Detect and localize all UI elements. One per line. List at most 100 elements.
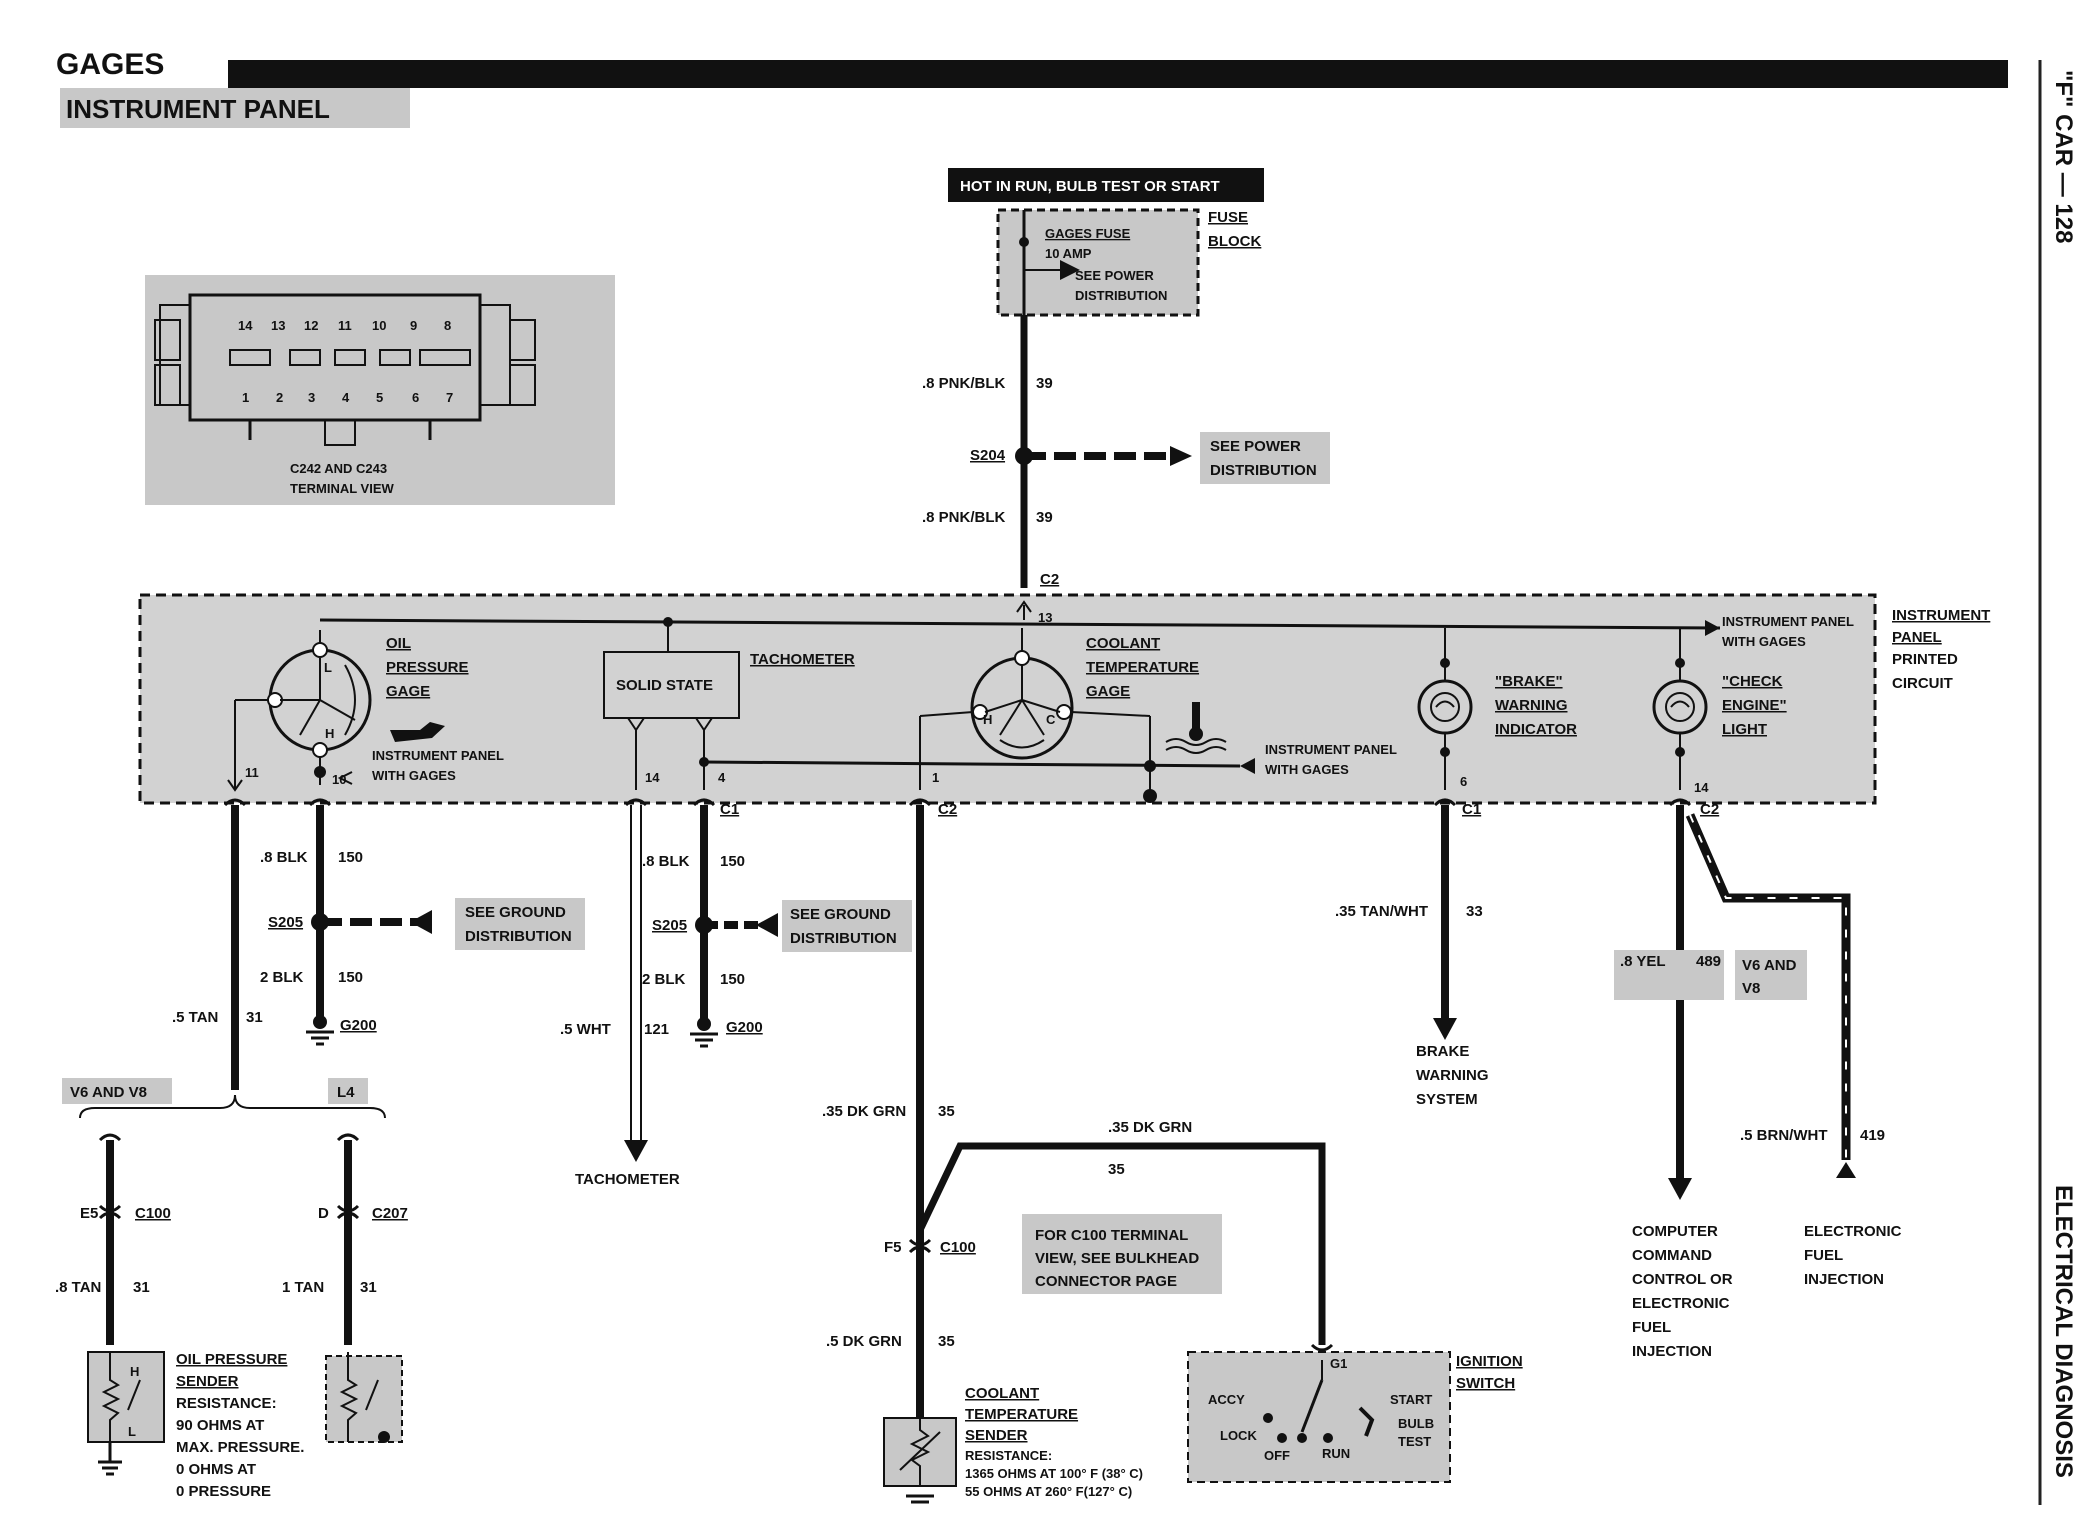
coolant-sender bbox=[883, 1417, 957, 1504]
brake-label: INDICATOR bbox=[1495, 721, 1577, 738]
panel-title: PANEL bbox=[1892, 629, 1942, 646]
connector-label: C2 bbox=[1040, 571, 1059, 588]
see-ground-box bbox=[782, 900, 912, 952]
gauge-letter: H bbox=[325, 726, 334, 741]
ground-symbol bbox=[690, 1017, 718, 1048]
ignition-position: RUN bbox=[1322, 1446, 1350, 1461]
pin-label: 10 bbox=[372, 318, 386, 333]
oil-gauge-label: PRESSURE bbox=[386, 659, 469, 676]
panel-pin: 14 bbox=[645, 770, 660, 785]
bus-top bbox=[319, 618, 1721, 630]
tach-destination: TACHOMETER bbox=[575, 1171, 680, 1188]
panel-pin: 14 bbox=[1694, 780, 1709, 795]
coolant-ignition-wire bbox=[916, 1142, 1326, 1345]
efi-destination: FUEL bbox=[1804, 1247, 1843, 1264]
wire-label: .5 TAN bbox=[172, 1009, 218, 1026]
page-title: GAGES bbox=[56, 48, 164, 81]
panel-title: INSTRUMENT bbox=[1892, 607, 1990, 624]
check-engine-label: ENGINE" bbox=[1722, 697, 1787, 714]
connector-label: C2 bbox=[1700, 801, 1719, 818]
wire-label: 2 BLK bbox=[642, 971, 686, 988]
wire-label: .5 WHT bbox=[560, 1021, 611, 1038]
efi-destination: ELECTRONIC bbox=[1804, 1223, 1902, 1240]
hot-label: HOT IN RUN, BULB TEST OR START bbox=[960, 178, 1220, 195]
circuit-number: 31 bbox=[133, 1279, 150, 1296]
ignition-switch bbox=[1187, 1351, 1451, 1483]
oil-gauge-label: OIL bbox=[386, 635, 411, 652]
connector-label: C2 bbox=[938, 801, 957, 818]
circuit-number: 35 bbox=[938, 1333, 955, 1350]
ipg-top: INSTRUMENT PANEL bbox=[1722, 614, 1854, 629]
see-ground-label: DISTRIBUTION bbox=[790, 930, 897, 947]
ground-symbol bbox=[306, 1015, 334, 1046]
gauge-letter: H bbox=[983, 712, 992, 727]
circuit-number: 35 bbox=[938, 1103, 955, 1120]
ipg-mid: INSTRUMENT PANEL bbox=[1265, 742, 1397, 757]
ground-label: G200 bbox=[726, 1019, 763, 1036]
connector-caption: TERMINAL VIEW bbox=[290, 481, 394, 496]
sender-letter: L bbox=[128, 1424, 136, 1439]
fuse-block-label: BLOCK bbox=[1208, 233, 1261, 250]
oil-sender-l4 bbox=[325, 1352, 403, 1443]
oil-sender-spec: 0 OHMS AT bbox=[176, 1461, 256, 1478]
circuit-number: 150 bbox=[338, 849, 363, 866]
circuit-number: 31 bbox=[246, 1009, 263, 1026]
coolant-sender-title: SENDER bbox=[965, 1427, 1028, 1444]
option-brace bbox=[79, 1094, 386, 1119]
panel-pin: 4 bbox=[718, 770, 726, 785]
circuit-number: 39 bbox=[1036, 509, 1053, 526]
ccc-destination: COMPUTER bbox=[1632, 1223, 1718, 1240]
see-power-label: DISTRIBUTION bbox=[1210, 462, 1317, 479]
oil-sender-title: OIL PRESSURE bbox=[176, 1351, 287, 1368]
circuit-number: 150 bbox=[720, 853, 745, 870]
see-power-label: SEE POWER bbox=[1210, 438, 1301, 455]
ignition-position: TEST bbox=[1398, 1434, 1431, 1449]
pin-label: 11 bbox=[338, 318, 352, 333]
wire-label: .5 BRN/WHT bbox=[1740, 1127, 1828, 1144]
coolant-sender-spec: 55 OHMS AT 260° F(127° C) bbox=[965, 1484, 1132, 1499]
wire-label: .35 DK GRN bbox=[1108, 1119, 1192, 1136]
connector-caption: C242 AND C243 bbox=[290, 461, 387, 476]
ipg-mid: WITH GAGES bbox=[1265, 762, 1349, 777]
gauge-letter: L bbox=[324, 660, 332, 675]
circuit-number: 31 bbox=[360, 1279, 377, 1296]
splice-label: S204 bbox=[970, 447, 1006, 464]
brake-destination: SYSTEM bbox=[1416, 1091, 1478, 1108]
brake-indicator-bulb bbox=[1417, 628, 1473, 790]
ignition-title: SWITCH bbox=[1456, 1375, 1515, 1392]
l4-label: L4 bbox=[337, 1084, 355, 1101]
v6v8-wire-tag bbox=[1735, 950, 1807, 1000]
solid-state-box bbox=[603, 651, 740, 719]
coolant-temp-icon bbox=[1165, 702, 1227, 754]
c100-note: CONNECTOR PAGE bbox=[1035, 1273, 1177, 1290]
coolant-sender-title: COOLANT bbox=[965, 1385, 1039, 1402]
pin-label: 12 bbox=[304, 318, 318, 333]
panel-pin: 10 bbox=[332, 772, 346, 787]
check-engine-label: "CHECK bbox=[1722, 673, 1783, 690]
oil-sender-v6v8 bbox=[87, 1351, 165, 1476]
fuse-block-label: FUSE bbox=[1208, 209, 1248, 226]
pin-label: 13 bbox=[271, 318, 285, 333]
coolant-gauge-label: TEMPERATURE bbox=[1086, 659, 1199, 676]
ignition-position: BULB bbox=[1398, 1416, 1434, 1431]
pin-label: 1 bbox=[242, 390, 249, 405]
brake-label: WARNING bbox=[1495, 697, 1568, 714]
wire-label: .8 PNK/BLK bbox=[922, 509, 1006, 526]
coolant-gauge-label: GAGE bbox=[1086, 683, 1130, 700]
splice-label: S205 bbox=[268, 914, 303, 931]
oil-sender-spec: MAX. PRESSURE. bbox=[176, 1439, 304, 1456]
tachometer-label: TACHOMETER bbox=[750, 651, 855, 668]
connector-cavity: F5 bbox=[884, 1239, 902, 1256]
connector-label: C100 bbox=[940, 1239, 976, 1256]
circuit-number: 121 bbox=[644, 1021, 669, 1038]
oil-sender-spec: 0 PRESSURE bbox=[176, 1483, 271, 1500]
ground-label: G200 bbox=[340, 1017, 377, 1034]
wire-label: .8 YEL bbox=[1620, 953, 1666, 970]
fuse-name: GAGES FUSE bbox=[1045, 226, 1131, 241]
c100-note-box bbox=[1022, 1214, 1222, 1294]
oil-pressure-gauge bbox=[227, 630, 372, 792]
brake-destination: BRAKE bbox=[1416, 1043, 1469, 1060]
wire-label: .8 TAN bbox=[55, 1279, 101, 1296]
ipg-top: WITH GAGES bbox=[1722, 634, 1806, 649]
wire-label: .35 DK GRN bbox=[822, 1103, 906, 1120]
